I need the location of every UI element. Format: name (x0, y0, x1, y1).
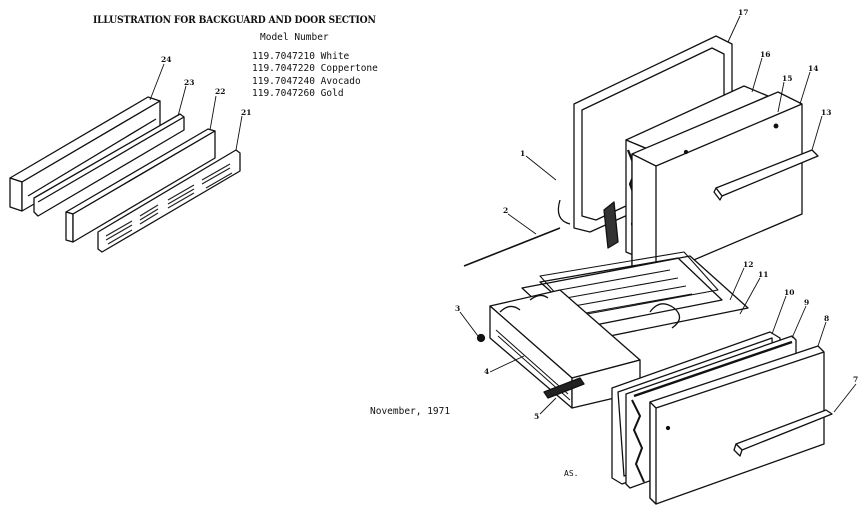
leader-lines (150, 16, 856, 414)
lower-door-handle-7 (734, 410, 832, 456)
door-handle-13 (714, 150, 818, 200)
backguard-part-23 (34, 114, 184, 216)
model-color: Avocado (320, 75, 361, 87)
callout-label: 22 (215, 87, 226, 96)
callout-label: 14 (808, 64, 819, 73)
model-number: 119.7047220 (252, 63, 315, 75)
drawer-knob-3 (478, 335, 485, 342)
diagram-title: ILLUSTRATION FOR BACKGUARD AND DOOR SECT… (93, 15, 376, 26)
model-number-header: Model Number (260, 32, 329, 43)
backguard-part-21 (98, 150, 240, 252)
callout-label: 3 (455, 304, 461, 313)
model-color: Coppertone (320, 63, 378, 75)
callout-label: 11 (758, 270, 769, 279)
rod-2 (464, 228, 560, 266)
callout-label: 10 (784, 288, 795, 297)
publication-date: November, 1971 (370, 406, 451, 417)
callout-label: 4 (484, 367, 490, 376)
callout-label: 23 (184, 78, 195, 87)
callout-label: 15 (782, 74, 793, 83)
model-row: 119.7047220 Coppertone (252, 63, 378, 75)
model-color: Gold (320, 87, 344, 99)
callout-label: 5 (534, 412, 540, 421)
callout-label: 13 (821, 108, 832, 117)
model-list: 119.7047210 White 119.7047220 Coppertone… (252, 51, 378, 100)
backguard-part-22 (66, 129, 215, 242)
callout-label: 21 (241, 108, 252, 117)
model-color: White (320, 51, 350, 62)
model-row: 119.7047240 Avocado (252, 76, 378, 88)
callout-label: 2 (503, 206, 509, 215)
callout-label: 1 (520, 149, 526, 158)
callout-label: 8 (824, 314, 830, 323)
callout-label: 16 (760, 50, 771, 59)
callout-label: 9 (804, 298, 810, 307)
model-row: 119.7047260 Gold (252, 88, 378, 100)
lower-door-panel-8 (650, 346, 824, 504)
model-number: 119.7047240 (252, 75, 315, 87)
callout-label: 7 (853, 375, 859, 384)
model-number: 119.7047260 (252, 87, 315, 99)
model-number: 119.7047210 (252, 51, 315, 62)
callout-label: 12 (743, 260, 754, 269)
reference-mark: AS. (564, 469, 579, 478)
callout-label: 24 (161, 55, 172, 64)
drawer-roller-5 (544, 378, 584, 398)
model-row: 119.7047210 White (252, 51, 378, 63)
callout-label: 17 (738, 8, 749, 17)
